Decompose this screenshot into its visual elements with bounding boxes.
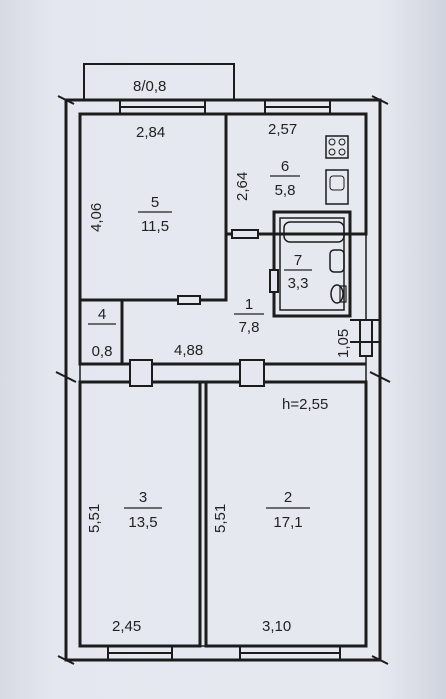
balcony-label: 8/0,8 bbox=[133, 78, 166, 95]
door-room-3 bbox=[129, 359, 153, 387]
sink-icon bbox=[325, 169, 349, 205]
room-2-number: 2 bbox=[284, 489, 292, 506]
door-room-2 bbox=[239, 359, 265, 387]
door-entrance bbox=[359, 319, 373, 357]
room-7-area: 3,3 bbox=[288, 275, 309, 292]
toilet-icon bbox=[330, 284, 344, 304]
room-2-area: 17,1 bbox=[273, 514, 302, 531]
room-7-walls bbox=[272, 210, 352, 318]
inner-wall-line bbox=[79, 113, 367, 647]
dim-hall-width: 1,05 bbox=[335, 329, 352, 358]
room-6-walls bbox=[224, 112, 368, 236]
dim-room3-width: 2,45 bbox=[112, 618, 141, 635]
dim-room5-width: 2,84 bbox=[136, 124, 165, 141]
room-7-number: 7 bbox=[294, 252, 302, 269]
room-6-area: 5,8 bbox=[275, 182, 296, 199]
bathtub-icon bbox=[283, 221, 345, 243]
room-5-area: 11,5 bbox=[141, 218, 169, 235]
dim-room2-width: 3,10 bbox=[262, 618, 291, 635]
room-4-walls bbox=[78, 298, 124, 366]
dim-room5-length: 4,06 bbox=[88, 203, 105, 232]
dim-hall-length: 4,88 bbox=[174, 342, 203, 359]
room-4-number: 4 bbox=[98, 306, 106, 323]
door-room-7 bbox=[269, 269, 279, 293]
door-room-5 bbox=[177, 295, 201, 305]
room-6-number: 6 bbox=[281, 158, 289, 175]
washbasin-icon bbox=[329, 249, 345, 273]
dim-room2-length: 5,51 bbox=[212, 504, 229, 533]
room-3-area: 13,5 bbox=[128, 514, 157, 531]
ceiling-height: h=2,55 bbox=[282, 396, 328, 413]
stove-icon bbox=[325, 135, 349, 159]
dim-room6-length: 2,64 bbox=[234, 172, 251, 201]
room-3-number: 3 bbox=[139, 489, 147, 506]
room-1-area: 7,8 bbox=[239, 319, 260, 336]
door-room-6 bbox=[231, 229, 259, 239]
dim-room6-width: 2,57 bbox=[268, 121, 297, 138]
room-2-walls bbox=[204, 380, 368, 648]
room-1-number: 1 bbox=[245, 296, 253, 313]
room-5-number: 5 bbox=[151, 194, 159, 211]
room-4-area: 0,8 bbox=[92, 343, 113, 360]
outer-wall bbox=[64, 98, 382, 662]
dim-room3-length: 5,51 bbox=[86, 504, 103, 533]
